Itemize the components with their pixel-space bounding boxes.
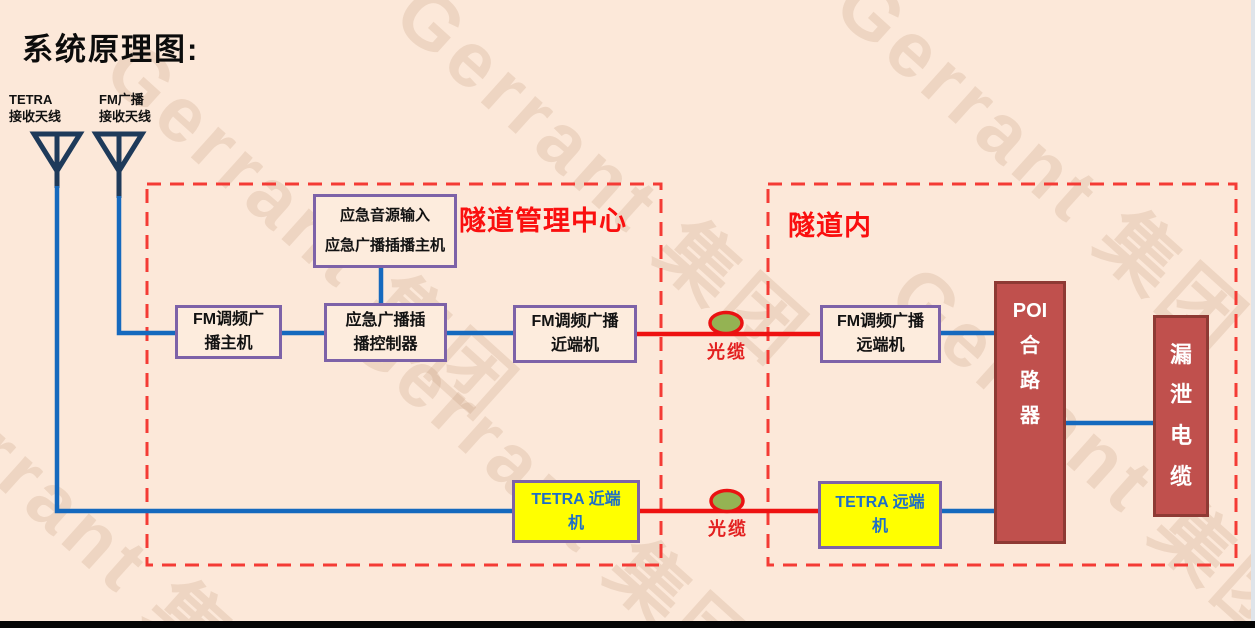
- fiber-label-top: 光缆: [707, 342, 747, 362]
- node-line: 机: [871, 518, 888, 535]
- in-tunnel-frame: [766, 182, 1238, 567]
- node-line: 远端机: [856, 337, 905, 354]
- node-line: TETRA 远端: [835, 494, 925, 511]
- fm-antenna-label-line1: FM广播: [99, 92, 144, 107]
- node-line: FM调频广播: [531, 313, 619, 330]
- fiber-splice-icon-bottom: [709, 488, 745, 514]
- node-line: 近端机: [550, 337, 599, 354]
- region-label-management-center: 隧道管理中心: [459, 206, 627, 236]
- window-bottom-bar: [0, 621, 1255, 628]
- node-line: FM调频广: [192, 311, 265, 328]
- node-tetra-far-end-unit: TETRA 远端 机: [818, 481, 942, 549]
- node-emergency-broadcast-controller: 应急广播插 播控制器: [324, 303, 447, 362]
- tetra-antenna-label: TETRA 接收天线: [9, 92, 61, 126]
- node-line: 电: [1169, 423, 1192, 448]
- fiber-splice-icon-top: [708, 310, 744, 336]
- node-line: POI: [1012, 300, 1048, 322]
- node-line: 播控制器: [353, 335, 418, 353]
- window-right-edge: [1251, 0, 1255, 628]
- node-line: 播主机: [204, 335, 253, 352]
- node-fm-far-end-unit: FM调频广播 远端机: [820, 305, 941, 363]
- fm-antenna-label: FM广播 接收天线: [99, 92, 151, 126]
- node-line: 应急广播插: [345, 311, 426, 329]
- node-line: FM调频广播: [836, 313, 925, 330]
- node-line: 漏: [1169, 341, 1192, 367]
- node-line: 器: [1020, 405, 1040, 427]
- node-emergency-broadcast-host: 应急音源输入 应急广播插播主机: [313, 194, 457, 268]
- node-line: 应急广播插播主机: [324, 237, 445, 254]
- node-line: 合: [1020, 335, 1040, 357]
- node-tetra-near-end-unit: TETRA 近端 机: [512, 480, 640, 543]
- fm-antenna-label-line2: 接收天线: [99, 108, 152, 124]
- tetra-antenna-label-line1: TETRA: [9, 92, 53, 107]
- node-fm-near-end-unit: FM调频广播 近端机: [513, 305, 637, 363]
- node-line: 路: [1020, 370, 1040, 392]
- node-line: 机: [567, 514, 584, 532]
- page-title: 系统原理图:: [22, 32, 200, 67]
- tetra-antenna-label-line2: 接收天线: [9, 108, 62, 124]
- node-leaky-cable: 漏 泄 电 缆: [1153, 315, 1209, 517]
- node-line: 泄: [1169, 382, 1192, 408]
- node-line: 缆: [1169, 463, 1192, 489]
- management-center-frame: [145, 182, 663, 567]
- fiber-label-bottom: 光缆: [708, 519, 748, 539]
- node-line: 应急音源输入: [339, 207, 430, 224]
- node-poi-combiner: POI 合 路 器: [994, 281, 1066, 544]
- cable-tetra-antenna-to-near: [54, 186, 514, 514]
- node-line: TETRA 近端: [531, 490, 621, 508]
- node-fm-broadcast-host: FM调频广 播主机: [175, 305, 282, 359]
- cable-fm-antenna-to-host: [116, 196, 177, 336]
- region-label-in-tunnel: 隧道内: [788, 211, 872, 241]
